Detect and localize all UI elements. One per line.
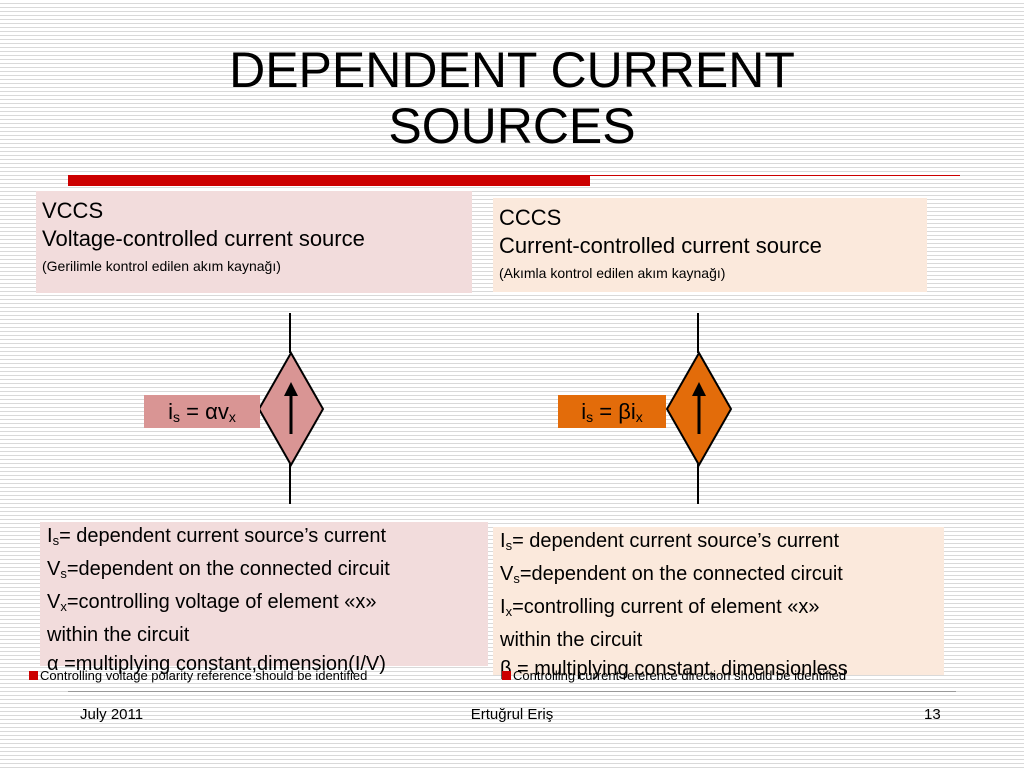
cccs-bottom-wire bbox=[697, 464, 699, 504]
vccs-eq-mid: = αv bbox=[180, 399, 229, 424]
vccs-diamond-source-icon bbox=[257, 350, 325, 468]
vccs-eq-sub2: x bbox=[228, 409, 236, 425]
vccs-desc-line: Vx=controlling voltage of element «x» bbox=[47, 591, 377, 614]
cccs-name: Current-controlled current source bbox=[499, 233, 822, 258]
cccs-eq-sub: s bbox=[586, 409, 594, 425]
title-accent-bar bbox=[68, 175, 590, 186]
vccs-translation: (Gerilimle kontrol edilen akım kaynağı) bbox=[42, 258, 281, 274]
vccs-top-wire bbox=[289, 313, 291, 353]
vccs-name: Voltage-controlled current source bbox=[42, 226, 365, 251]
cccs-eq-sub2: x bbox=[635, 409, 643, 425]
cccs-eq-main: i bbox=[581, 399, 587, 424]
cccs-equation: is = βix bbox=[558, 395, 666, 428]
vccs-equation: is = αvx bbox=[144, 395, 260, 428]
cccs-note-text: Controlling current reference direction … bbox=[513, 668, 847, 683]
cccs-eq-mid: = βi bbox=[593, 399, 636, 424]
vccs-abbr: VCCS bbox=[42, 198, 104, 223]
cccs-desc-line: Is= dependent current source’s current bbox=[500, 530, 840, 553]
red-square-bullet-icon bbox=[502, 671, 511, 680]
vccs-desc-line: Vs=dependent on the connected circuit bbox=[47, 558, 390, 581]
title-line-1: DEPENDENT CURRENT bbox=[229, 42, 795, 98]
cccs-desc-line: Vs=dependent on the connected circuit bbox=[500, 563, 843, 586]
footer-page-number: 13 bbox=[924, 706, 941, 723]
cccs-desc-line: β = multiplying constant, dimensionless bbox=[500, 658, 848, 680]
title-accent-line bbox=[590, 175, 960, 176]
vccs-description-box: Is= dependent current source’s current V… bbox=[40, 522, 488, 675]
footer-author: Ertuğrul Eriş bbox=[470, 706, 554, 723]
vccs-eq-main: i bbox=[168, 399, 174, 424]
vccs-bottom-wire bbox=[289, 464, 291, 504]
red-square-bullet-icon bbox=[29, 671, 38, 680]
vccs-arrowhead-icon bbox=[284, 382, 298, 396]
vccs-desc-line: Is= dependent current source’s current bbox=[47, 525, 387, 548]
vccs-eq-sub: s bbox=[173, 409, 181, 425]
vccs-desc-line: within the circuit bbox=[47, 624, 190, 646]
cccs-diamond-source-icon bbox=[665, 350, 733, 468]
cccs-note: Controlling current reference direction … bbox=[502, 668, 846, 684]
footer-divider bbox=[68, 691, 956, 692]
cccs-translation: (Akımla kontrol edilen akım kaynağı) bbox=[499, 265, 726, 281]
cccs-description-box: Is= dependent current source’s current V… bbox=[493, 527, 944, 680]
cccs-top-wire bbox=[697, 313, 699, 353]
vccs-note: Controlling voltage polarity reference s… bbox=[29, 668, 367, 684]
cccs-abbr: CCCS bbox=[499, 205, 562, 230]
vccs-header-box: VCCS Voltage-controlled current source (… bbox=[36, 191, 472, 293]
cccs-desc-line: within the circuit bbox=[500, 629, 643, 651]
cccs-arrowhead-icon bbox=[692, 382, 706, 396]
slide-title: DEPENDENT CURRENT SOURCES bbox=[0, 42, 1024, 154]
cccs-header-box: CCCS Current-controlled current source (… bbox=[493, 198, 927, 292]
vccs-note-text: Controlling voltage polarity reference s… bbox=[40, 668, 368, 683]
footer-date: July 2011 bbox=[80, 706, 144, 723]
cccs-desc-line: Ix=controlling current of element «x» bbox=[500, 596, 820, 619]
title-line-2: SOURCES bbox=[388, 98, 636, 154]
vccs-desc-line: α =multiplying constant,dimension(I/V) bbox=[47, 653, 386, 675]
